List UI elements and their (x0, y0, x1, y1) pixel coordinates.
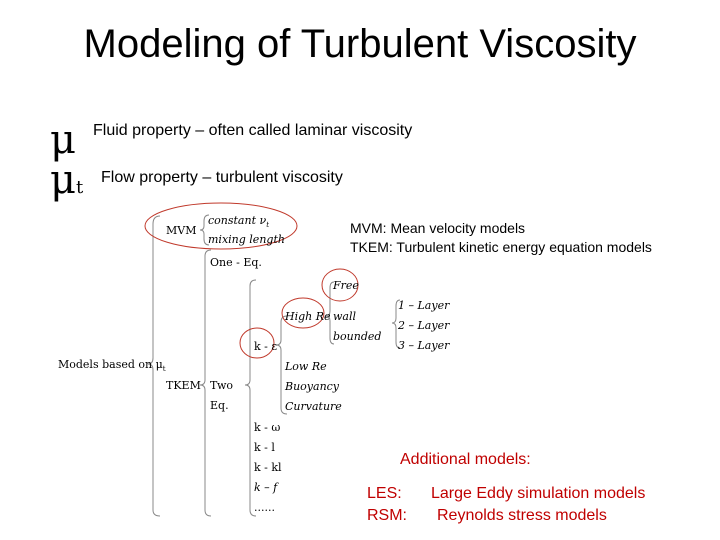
k-f-label: k – f (254, 481, 279, 494)
curvature-label: Curvature (285, 400, 342, 413)
root-brace (147, 215, 161, 517)
layer-2-label: 2 – Layer (397, 319, 450, 332)
k-kl-label: k - kl (254, 461, 282, 474)
mu-symbol: μ (50, 117, 76, 163)
mixing-length-label: mixing length (208, 233, 285, 246)
root-label: Models based on μt (58, 358, 166, 373)
layer-1-label: 1 – Layer (398, 299, 450, 312)
mvm-brace (199, 214, 210, 246)
high-re-label: High Re (284, 310, 331, 323)
rsm-abbr: RSM: (367, 507, 407, 524)
free-label: Free (332, 279, 359, 292)
les-name: Large Eddy simulation models (431, 485, 646, 502)
mu-t-symbol: μt (50, 157, 84, 203)
k-eps-highlight-circle (239, 327, 275, 359)
k-epsilon-label: k - ε (254, 340, 277, 353)
low-re-label: Low Re (284, 360, 327, 373)
turbulent-viscosity-definition: Flow property – turbulent viscosity (101, 169, 343, 186)
two-eq-brace (244, 279, 257, 517)
slide-title: Modeling of Turbulent Viscosity (83, 22, 637, 66)
free-highlight-circle (321, 268, 359, 302)
laminar-viscosity-definition: Fluid property – often called laminar vi… (93, 122, 413, 139)
high-re-brace (325, 281, 335, 345)
layer-3-label: 3 – Layer (398, 339, 450, 352)
two-label: Two (210, 379, 233, 392)
bounded-brace (391, 299, 401, 349)
rsm-name: Reynolds stress models (437, 507, 607, 524)
additional-models-heading: Additional models: (400, 451, 531, 468)
eq-label: Eq. (210, 399, 229, 412)
more-models-dots: ...... (254, 501, 275, 514)
tkem-label: TKEM (166, 379, 201, 392)
mvm-highlight-circle (144, 202, 298, 250)
tkem-brace (199, 249, 212, 517)
high-re-highlight-circle (281, 297, 325, 329)
bounded-label: bounded (333, 330, 381, 343)
buoyancy-label: Buoyancy (284, 380, 340, 393)
wall-label: wall (333, 310, 356, 323)
k-l-label: k - l (254, 441, 275, 454)
one-eq-label: One - Eq. (210, 256, 262, 269)
les-abbr: LES: (367, 485, 402, 502)
legend-mvm: MVM: Mean velocity models (350, 220, 526, 236)
constant-nu-label: constant νt (208, 214, 269, 229)
mu-t-subscript: t (76, 177, 84, 198)
k-omega-label: k - ω (254, 421, 280, 434)
mvm-label: MVM (166, 224, 196, 237)
legend-tkem: TKEM: Turbulent kinetic energy equation … (350, 239, 652, 255)
k-eps-brace (275, 315, 288, 415)
